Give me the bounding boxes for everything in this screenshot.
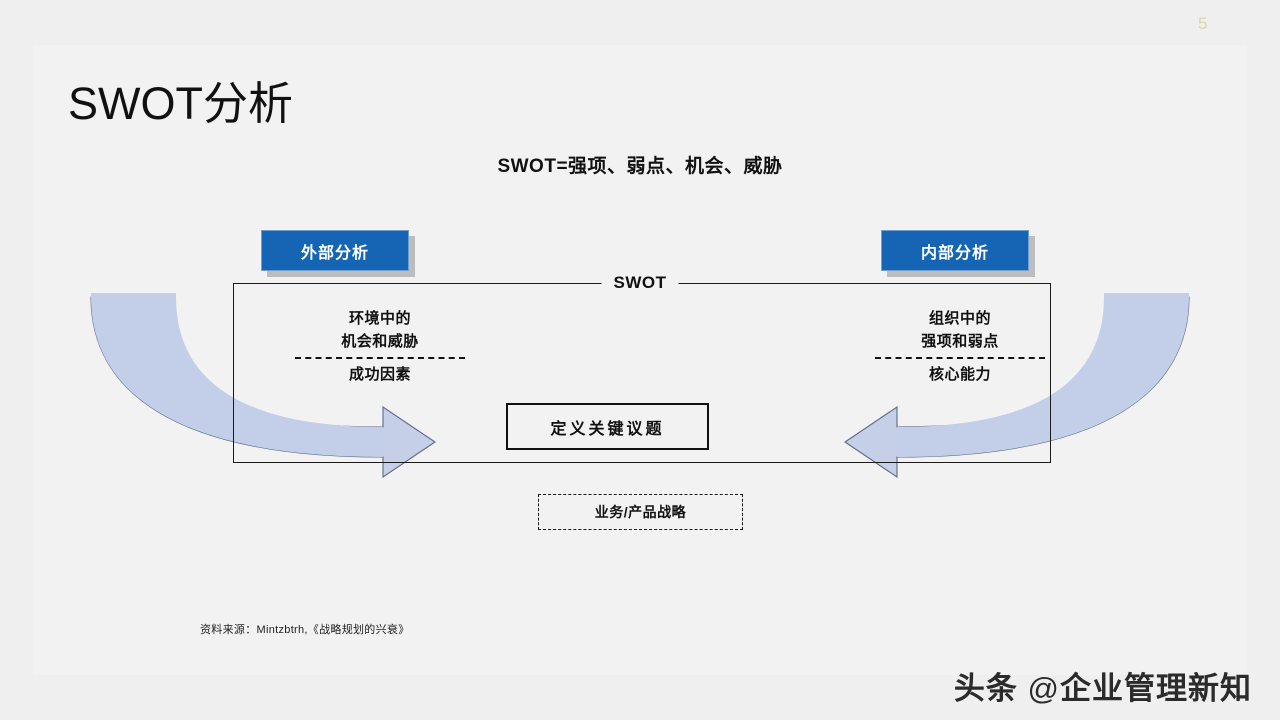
watermark-at-symbol: @ [1027,671,1060,706]
callout-external-analysis[interactable]: 外部分析 [261,230,409,271]
watermark: 头条 @企业管理新知 [954,663,1252,708]
funnel-left-line-1: 环境中的 [348,310,411,327]
funnel-right-line-3: 核心能力 [928,365,991,383]
funnel-left-divider [295,356,465,359]
funnel-right-text-group: 组织中的 强项和弱点 核心能力 [875,307,1045,386]
funnel-right-divider [875,356,1045,359]
slide-canvas: SWOT分析 SWOT=强项、弱点、机会、威胁 外部分析 内部分析 SWOT 环… [33,45,1247,675]
funnel-left-line-3: 成功因素 [348,365,411,383]
slide-subtitle: SWOT=强项、弱点、机会、威胁 [497,156,783,177]
funnel-left-text-group: 环境中的 机会和威胁 成功因素 [295,307,465,386]
funnel-right-line-2: 强项和弱点 [921,333,999,351]
page-number: 5 [1198,14,1208,33]
strategy-output-box[interactable]: 业务/产品战略 [538,494,743,530]
source-note: 资料来源：Mintzbtrh,《战略规划的兴衰》 [200,624,410,636]
funnel-left-line-2: 机会和威胁 [341,333,419,351]
watermark-prefix: 头条 [953,671,1018,706]
watermark-handle: 企业管理新知 [1060,671,1252,706]
page-title: SWOT分析 [68,78,293,129]
center-key-issues-box[interactable]: 定义关键议题 [506,403,709,450]
callout-internal-analysis[interactable]: 内部分析 [881,230,1029,271]
funnel-right-line-1: 组织中的 [928,310,991,327]
swot-frame-label: SWOT [601,273,679,293]
